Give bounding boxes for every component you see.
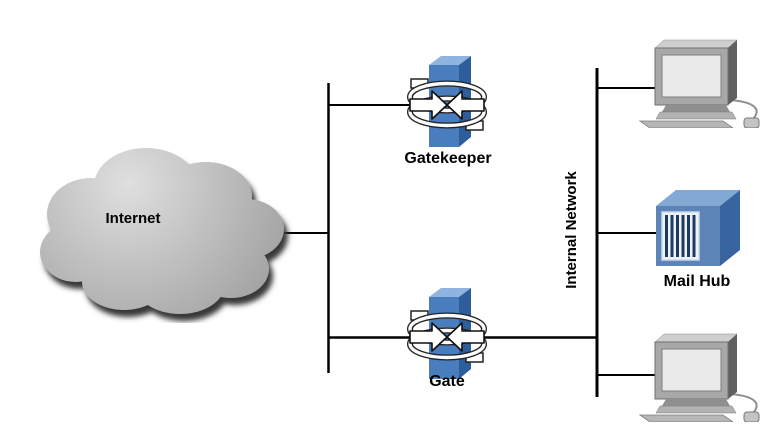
hub-side-face [720, 190, 740, 266]
gatekeeper-label: Gatekeeper [404, 150, 492, 167]
mouse [743, 411, 760, 422]
internal-network-label: Internal Network [563, 171, 580, 289]
workstation-top-node [628, 36, 766, 128]
gatekeeper-node [405, 55, 489, 155]
internet-cloud-node: Internet [28, 108, 294, 323]
workstation-icon [638, 39, 760, 128]
monitor-top-face [654, 333, 738, 343]
gateway-top-face [429, 56, 471, 65]
monitor-screen [661, 54, 722, 98]
hub-icon [656, 190, 740, 266]
monitor-side-face [728, 334, 737, 399]
gateway-arrow-right-icon [446, 322, 485, 352]
gateway-loop-ribbons [407, 312, 487, 361]
gate-node [405, 287, 489, 387]
gateway-top-face [429, 288, 471, 297]
gate-label: Gate [429, 373, 465, 390]
workstation-bottom-node [628, 330, 766, 422]
gateway-icon [407, 56, 487, 147]
hub-top-face [656, 190, 740, 206]
monitor-base [655, 111, 737, 120]
workstation-icon [638, 333, 760, 422]
gateway-loop-ribbons [407, 80, 487, 129]
monitor-top-face [654, 39, 738, 49]
gateway-arrow-left-icon [409, 322, 448, 352]
mail-hub-label: Mail Hub [663, 273, 731, 290]
cloud-body [40, 148, 284, 314]
hub-vent-stripes [665, 215, 696, 257]
keyboard [638, 120, 734, 128]
gateway-arrow-left-icon [409, 90, 448, 120]
gateway-icon [407, 288, 487, 379]
cloud-icon [40, 148, 288, 321]
keyboard [638, 414, 734, 422]
mouse [743, 117, 760, 128]
monitor-side-face [728, 40, 737, 105]
internet-label: Internet [105, 210, 161, 227]
monitor-base [655, 405, 737, 414]
monitor-neck [662, 105, 730, 112]
monitor-neck [662, 399, 730, 406]
mail-hub-node [650, 186, 744, 272]
gateway-arrow-right-icon [446, 90, 485, 120]
monitor-screen [661, 348, 722, 392]
